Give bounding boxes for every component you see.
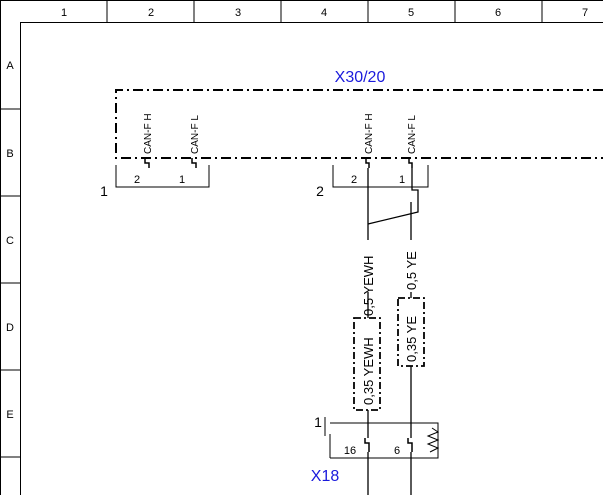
column-label-3: 3 xyxy=(235,7,241,19)
column-label-7: 7 xyxy=(582,7,588,19)
row-label-e: E xyxy=(6,409,13,421)
pin-name-can-fh-1: CAN-F H xyxy=(143,113,154,154)
column-label-2: 2 xyxy=(148,7,154,19)
pin-name-can-fh-2: CAN-F H xyxy=(364,113,375,154)
column-ruler: 1 2 3 4 5 6 7 xyxy=(0,0,603,23)
pin-number: 2 xyxy=(351,174,357,186)
connector-number-2: 2 xyxy=(316,183,324,199)
pin-terminal xyxy=(364,438,370,452)
wire-label-upper-h: 0,5 YEWH xyxy=(361,256,376,316)
connector-x18-number: 1 xyxy=(314,414,322,430)
row-label-b: B xyxy=(6,148,13,160)
column-label-6: 6 xyxy=(495,7,501,19)
row-label-d: D xyxy=(6,322,14,334)
shield-can-h: 0,35 YEWH xyxy=(353,317,381,411)
pin-number: 1 xyxy=(399,174,405,186)
wire-label-lower-l: 0,35 YE xyxy=(404,316,419,362)
pin-terminal xyxy=(408,158,413,168)
pin-number: 2 xyxy=(134,174,140,186)
column-label-5: 5 xyxy=(408,7,414,19)
connector-x18-name: X18 xyxy=(311,468,340,485)
shield-ground-icon xyxy=(426,427,440,453)
module-boundary xyxy=(115,89,603,159)
pin-name-can-fl-2: CAN-F L xyxy=(407,115,418,154)
pin-name-can-fl-1: CAN-F L xyxy=(190,115,201,154)
connector-x18: 16 6 1 X18 xyxy=(311,414,440,485)
pin-terminal xyxy=(191,158,197,168)
row-ruler: A B C D E xyxy=(0,0,21,495)
pin-terminal xyxy=(365,158,370,168)
shield-can-l: 0,35 YE xyxy=(397,297,425,367)
pin-group-2: CAN-F H CAN-F L 2 1 2 xyxy=(316,113,429,199)
row-label-c: C xyxy=(6,235,14,247)
pin-group-1: CAN-F H CAN-F L 2 1 1 xyxy=(100,113,210,199)
module-name: X30/20 xyxy=(335,69,386,86)
row-label-a: A xyxy=(6,60,14,72)
wire-can-l xyxy=(367,168,419,495)
pin-number: 16 xyxy=(344,445,356,457)
module-x30-20: X30/20 xyxy=(115,69,603,159)
connector-bracket-1 xyxy=(115,165,210,188)
pin-number: 6 xyxy=(394,445,400,457)
wire-label-lower-h: 0,35 YEWH xyxy=(361,337,376,405)
column-label-1: 1 xyxy=(61,7,67,19)
pin-terminal xyxy=(407,438,413,452)
connector-number-1: 1 xyxy=(100,183,108,199)
wire-label-upper-l: 0,5 YE xyxy=(404,251,419,290)
connector-bracket-2 xyxy=(332,165,429,188)
column-label-4: 4 xyxy=(321,7,327,19)
pin-terminal xyxy=(144,158,150,168)
pin-number: 1 xyxy=(179,174,185,186)
